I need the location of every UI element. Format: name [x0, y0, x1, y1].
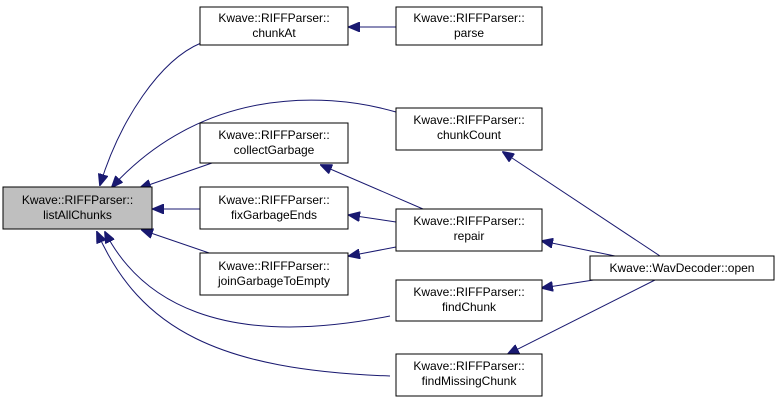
node-wav-decoder-open[interactable]: Kwave::WavDecoder::open — [589, 255, 775, 281]
edge-collectgarbage-to-listallchunks — [140, 162, 213, 188]
node-join-garbage-to-empty-line2: joinGarbageToEmpty — [217, 274, 330, 288]
node-find-missing-chunk[interactable]: Kwave::RIFFParser:: findMissingChunk — [395, 353, 543, 397]
node-chunk-count[interactable]: Kwave::RIFFParser:: chunkCount — [395, 107, 543, 151]
node-list-all-chunks-line2: listAllChunks — [43, 208, 112, 222]
node-wav-decoder-open-label: Kwave::WavDecoder::open — [610, 261, 755, 275]
node-find-missing-chunk-line2: findMissingChunk — [422, 374, 518, 388]
node-list-all-chunks[interactable]: Kwave::RIFFParser:: listAllChunks — [2, 186, 153, 230]
node-repair[interactable]: Kwave::RIFFParser:: repair — [395, 208, 543, 252]
node-collect-garbage-line1: Kwave::RIFFParser:: — [218, 128, 329, 142]
node-parse[interactable]: Kwave::RIFFParser:: parse — [395, 6, 543, 46]
node-find-chunk[interactable]: Kwave::RIFFParser:: findChunk — [395, 279, 543, 322]
edge-joingarbagetoempty-to-listallchunks — [142, 230, 216, 256]
node-find-missing-chunk-line1: Kwave::RIFFParser:: — [413, 359, 524, 373]
node-parse-line2: parse — [454, 26, 484, 40]
node-chunk-count-line2: chunkCount — [437, 128, 502, 142]
node-repair-line2: repair — [454, 229, 485, 243]
edge-repair-to-joingarbagetoempty — [349, 246, 397, 256]
edge-findmissingchunk-to-listallchunks — [97, 232, 391, 377]
node-find-chunk-line2: findChunk — [442, 300, 497, 314]
node-repair-line1: Kwave::RIFFParser:: — [413, 214, 524, 228]
node-find-chunk-line1: Kwave::RIFFParser:: — [413, 285, 524, 299]
node-fix-garbage-ends-line2: fixGarbageEnds — [231, 208, 317, 222]
node-join-garbage-to-empty[interactable]: Kwave::RIFFParser:: joinGarbageToEmpty — [199, 252, 349, 296]
node-chunk-at[interactable]: Kwave::RIFFParser:: chunkAt — [199, 6, 349, 46]
node-chunk-count-line1: Kwave::RIFFParser:: — [413, 113, 524, 127]
node-list-all-chunks-line1: Kwave::RIFFParser:: — [22, 193, 133, 207]
node-collect-garbage[interactable]: Kwave::RIFFParser:: collectGarbage — [199, 122, 349, 164]
node-collect-garbage-line2: collectGarbage — [234, 143, 315, 157]
node-fix-garbage-ends-line1: Kwave::RIFFParser:: — [218, 193, 329, 207]
edge-repair-to-fixgarbageends — [349, 215, 397, 223]
node-chunk-at-line2: chunkAt — [252, 26, 296, 40]
edge-findchunk-to-listallchunks — [105, 232, 391, 328]
edge-chunkcount-to-listallchunks — [112, 99, 397, 187]
nodes: Kwave::RIFFParser:: listAllChunks Kwave:… — [2, 6, 775, 397]
edge-open-to-findmissingchunk — [508, 279, 656, 354]
node-chunk-at-line1: Kwave::RIFFParser:: — [218, 11, 329, 25]
edge-chunkat-to-listallchunks — [100, 42, 202, 185]
edges — [97, 27, 661, 377]
node-join-garbage-to-empty-line1: Kwave::RIFFParser:: — [218, 259, 329, 273]
edge-open-to-chunkcount — [503, 152, 661, 257]
node-parse-line1: Kwave::RIFFParser:: — [413, 11, 524, 25]
edge-open-to-repair — [542, 241, 616, 257]
node-fix-garbage-ends[interactable]: Kwave::RIFFParser:: fixGarbageEnds — [199, 186, 349, 230]
edge-repair-to-collectgarbage — [321, 165, 424, 210]
